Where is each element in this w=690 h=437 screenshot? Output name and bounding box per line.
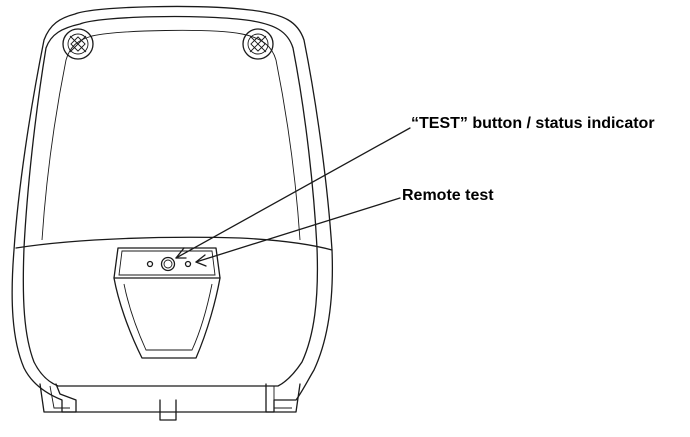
button-panel: [113, 247, 221, 359]
device-top-contour: [91, 29, 301, 241]
status-led: [146, 260, 154, 268]
device-outer-shell: [11, 5, 333, 413]
leader-remote-arrow: [195, 254, 207, 267]
right-screw: [242, 28, 274, 60]
leader-remote-test: [195, 197, 401, 263]
device-seam: [15, 236, 333, 251]
test-button-callout: “TEST” button / status indicator: [411, 115, 655, 132]
remote-test-callout: Remote test: [402, 187, 494, 204]
bottom-clips: [39, 383, 301, 421]
remote-test-point: [184, 260, 192, 268]
leader-test-arrow: [175, 247, 187, 259]
device-inner-shell: [22, 15, 319, 387]
left-screw: [62, 28, 94, 60]
test-button[interactable]: [160, 256, 176, 272]
leader-test-button: [175, 127, 411, 259]
